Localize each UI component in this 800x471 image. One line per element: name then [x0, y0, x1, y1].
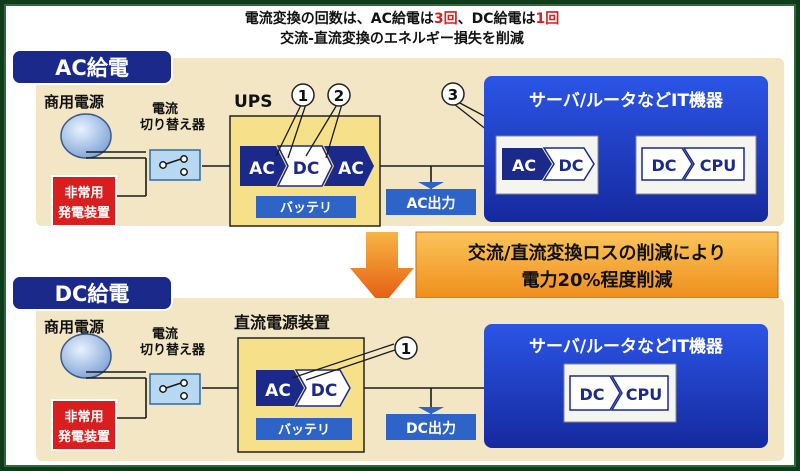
header-line-1: 電流変換の回数は、AC給電は3回、DC給電は1回: [245, 10, 560, 27]
dc-unit-ac-label: AC: [265, 381, 291, 401]
ac-it-title: サーバ/ルータなどIT機器: [529, 90, 724, 111]
dc-cpu-dc-label: DC: [579, 385, 604, 404]
dc-switch-box: [149, 373, 201, 405]
callout-line-2: 電力20%程度削減: [521, 269, 672, 291]
dc-marker-1-label: 1: [401, 340, 411, 358]
ac-title: AC給電: [55, 56, 129, 80]
ac-generator-label-2: 発電装置: [57, 205, 110, 221]
ac-cpu-seg-cpu: [682, 147, 745, 181]
ac-marker-1-label: 1: [298, 87, 308, 105]
dc-title: DC給電: [55, 282, 130, 306]
ac-marker-1: [291, 83, 315, 107]
dc-switch-icon: [159, 379, 188, 400]
ac-ups-ac1-label: AC: [249, 159, 275, 179]
dc-output-label: DC出力: [406, 420, 456, 437]
dc-unit-seg-ac: [256, 370, 304, 406]
dc-marker-lines: [291, 343, 396, 381]
ac-switch-label-2: 切り替え器: [140, 117, 206, 133]
dc-battery-label: バッテリ: [278, 423, 330, 438]
dc-cpu-label: CPU: [626, 385, 662, 404]
ac-psu-dc-label: DC: [558, 156, 583, 175]
ac-psu-seg-ac: [502, 148, 552, 180]
ac-marker-3-label: 3: [448, 86, 458, 104]
dc-battery-box: [256, 418, 352, 440]
dc-cpu-seg-dc: [569, 375, 621, 411]
ac-marker-2-label: 2: [334, 87, 344, 105]
ac-ups-seg-ac1: [240, 146, 286, 186]
header-line-2: 交流-直流変換のエネルギー損失を削減: [280, 30, 524, 47]
callout-line-1: 交流/直流変換ロスの削減により: [468, 242, 726, 264]
ac-marker-3: [441, 82, 465, 106]
ac-battery-label: バッテリ: [280, 201, 332, 216]
power-supply-diagram: 電流変換の回数は、AC給電は3回、DC給電は1回 交流-直流変換のエネルギー損失…: [11, 10, 784, 461]
dc-switch-label-2: 切り替え器: [140, 342, 206, 358]
dc-generator-label-1: 非常用: [64, 409, 103, 425]
ac-switch-label-1: 電流: [152, 101, 178, 117]
ac-title-badge: [11, 49, 173, 85]
dc-wires: [86, 371, 564, 422]
ac-cpu-dc-label: DC: [651, 156, 676, 175]
dc-marker-1: [394, 336, 418, 360]
dc-output-tag: [386, 414, 476, 440]
ac-ups-seg-dc: [276, 145, 333, 187]
ac-ups-ac2-label: AC: [338, 159, 364, 179]
dc-mains-label: 商用電源: [44, 318, 104, 336]
dc-unit-dc-label: DC: [311, 381, 338, 401]
ac-output-label: AC出力: [406, 195, 455, 212]
ac-ups-seg-ac2: [324, 146, 374, 186]
ac-generator-box: [51, 175, 117, 227]
ac-psu-seg-dc: [542, 147, 595, 181]
dc-it-title: サーバ/ルータなどIT機器: [529, 336, 724, 357]
ac-output-tag: [386, 189, 476, 215]
ac-ups-title: UPS: [234, 92, 273, 112]
ac-generator-label-1: 非常用: [64, 185, 103, 201]
ac-psu-ac-label: AC: [512, 156, 536, 175]
diagram-frame: 電流変換の回数は、AC給電は3回、DC給電は1回 交流-直流変換のエネルギー損失…: [4, 4, 796, 467]
ac-ups-dc-label: DC: [293, 159, 320, 179]
dc-switch-label-1: 電流: [152, 326, 178, 342]
ac-switch-icon: [159, 155, 188, 176]
ac-mains-label: 商用電源: [44, 93, 104, 111]
ac-marker-2: [327, 83, 351, 107]
ac-cpu-seg-dc: [641, 147, 693, 181]
ac-cpu-label: CPU: [700, 156, 736, 175]
dc-generator-box: [51, 399, 117, 451]
down-arrow-icon: [350, 232, 414, 306]
ac-battery-box: [256, 196, 356, 218]
ac-switch-box: [149, 149, 201, 181]
dc-title-badge: [11, 275, 173, 311]
callout-box: [415, 231, 779, 299]
dc-unit-title: 直流電源装置: [234, 313, 330, 332]
dc-generator-label-2: 発電装置: [57, 429, 110, 445]
dc-cpu-seg-cpu: [610, 375, 669, 411]
